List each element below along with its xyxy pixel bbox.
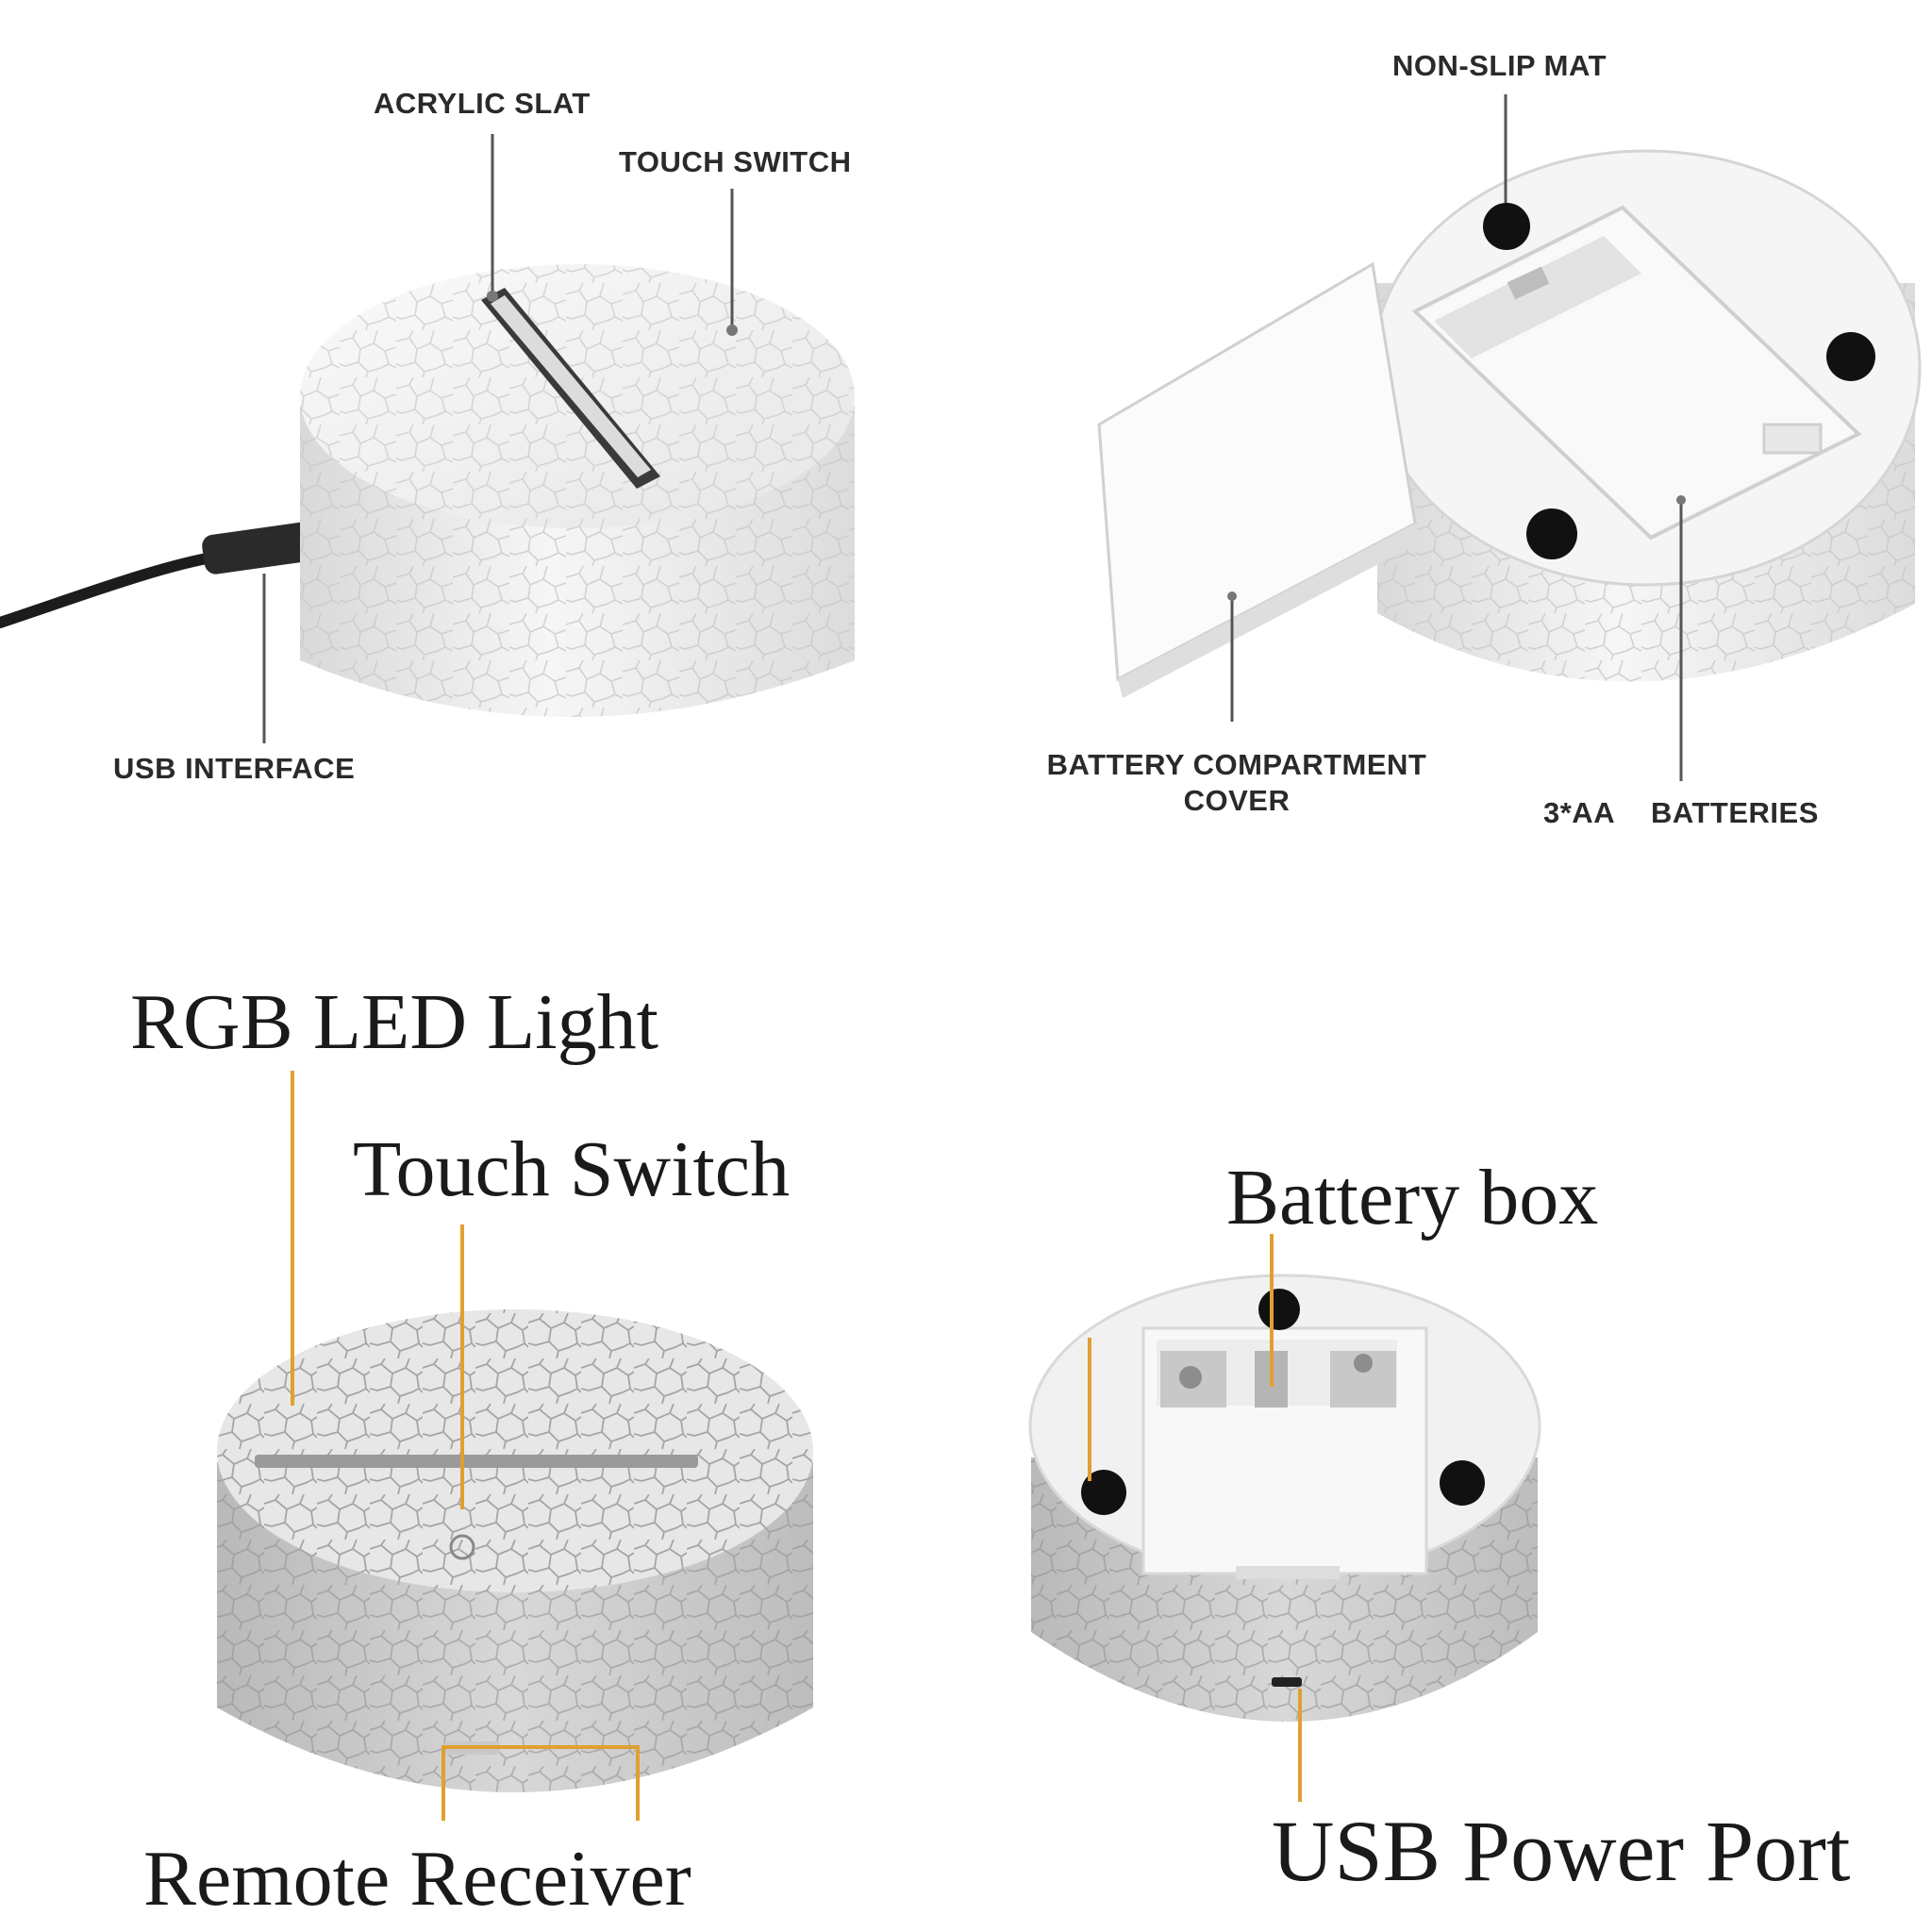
non-slip-foot (1258, 1289, 1300, 1330)
usb-cable (0, 551, 223, 628)
label-battery-cover-line1: BATTERY COMPARTMENT (1046, 748, 1427, 781)
label-remote-receiver: Remote Receiver (143, 1835, 691, 1923)
led-slot (255, 1455, 698, 1468)
label-non-slip-mat: NON-SLIP MAT (1392, 49, 1607, 82)
label-usb-interface: USB INTERFACE (113, 752, 356, 785)
non-slip-foot (1483, 203, 1530, 250)
label-battery-box: Battery box (1226, 1154, 1599, 1241)
label-batteries: BATTERIES (1651, 796, 1819, 829)
label-acrylic-slat: ACRYLIC SLAT (374, 87, 591, 120)
touch-switch-pad (449, 1534, 475, 1560)
base-cracked-view (217, 1071, 813, 1821)
label-battery-cover-line2: COVER (1183, 784, 1291, 817)
label-aa-count: 3*AA (1543, 796, 1616, 829)
label-rgb-led-light: RGB LED Light (130, 978, 658, 1066)
label-touch-switch: Touch Switch (353, 1125, 791, 1213)
base-underside-view (1097, 94, 1922, 781)
non-slip-foot (1081, 1470, 1126, 1515)
base-front-view (0, 134, 855, 743)
non-slip-foot (1440, 1460, 1485, 1506)
usb-power-port (1272, 1677, 1302, 1687)
base-battery-view (1028, 1234, 1541, 1802)
non-slip-foot (1826, 332, 1875, 381)
label-touch-switch-top: TOUCH SWITCH (619, 145, 852, 178)
non-slip-foot (1526, 508, 1577, 559)
label-battery-compartment-cover: BATTERY COMPARTMENT COVER (1034, 747, 1440, 819)
usb-plug (202, 522, 317, 575)
label-usb-power-port: USB Power Port (1272, 1803, 1851, 1899)
